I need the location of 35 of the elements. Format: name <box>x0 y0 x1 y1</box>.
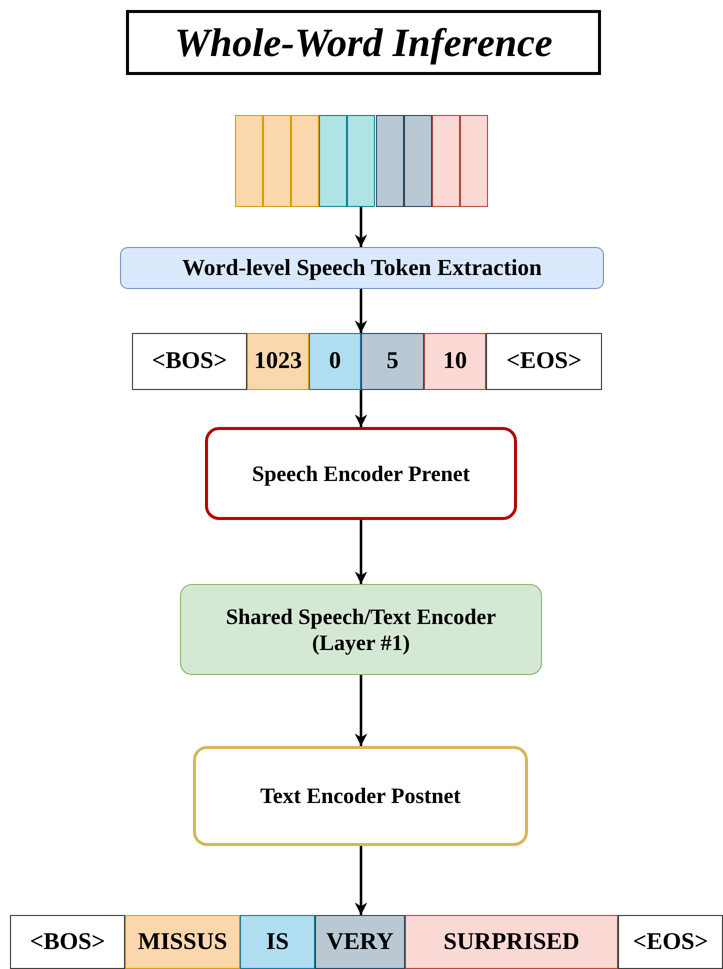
token-cell: <BOS> <box>10 915 125 969</box>
process-box: Text Encoder Postnet <box>193 746 528 846</box>
feature-cell <box>376 115 404 207</box>
feature-bar <box>235 115 488 207</box>
token-cell: <BOS> <box>132 333 247 390</box>
token-row <box>10 915 723 969</box>
token-row <box>132 333 602 390</box>
feature-cell <box>319 115 348 207</box>
token-cell: VERY <box>315 915 405 969</box>
arrow <box>354 390 368 427</box>
token-cell: <EOS> <box>486 333 602 390</box>
token-cell: SURPRISED <box>405 915 618 969</box>
title: Whole-Word Inference <box>126 10 601 75</box>
arrow <box>354 520 368 584</box>
token-cell: 5 <box>361 333 424 390</box>
feature-cell <box>404 115 432 207</box>
token-cell: 10 <box>424 333 486 390</box>
token-cell: <EOS> <box>618 915 723 969</box>
arrow <box>354 289 368 333</box>
arrow <box>354 207 368 247</box>
token-cell: 1023 <box>247 333 309 390</box>
token-cell: IS <box>240 915 315 969</box>
arrow <box>354 675 368 746</box>
feature-cell <box>432 115 460 207</box>
process-box: Shared Speech/Text Encoder (Layer #1) <box>180 584 542 675</box>
feature-cell <box>347 115 376 207</box>
process-box: Word-level Speech Token Extraction <box>120 247 604 289</box>
feature-cell <box>263 115 292 207</box>
feature-cell <box>235 115 264 207</box>
token-cell: 0 <box>309 333 361 390</box>
process-box: Speech Encoder Prenet <box>205 427 517 520</box>
feature-cell <box>460 115 488 207</box>
arrow <box>354 846 368 915</box>
feature-cell <box>291 115 320 207</box>
token-cell: MISSUS <box>125 915 240 969</box>
